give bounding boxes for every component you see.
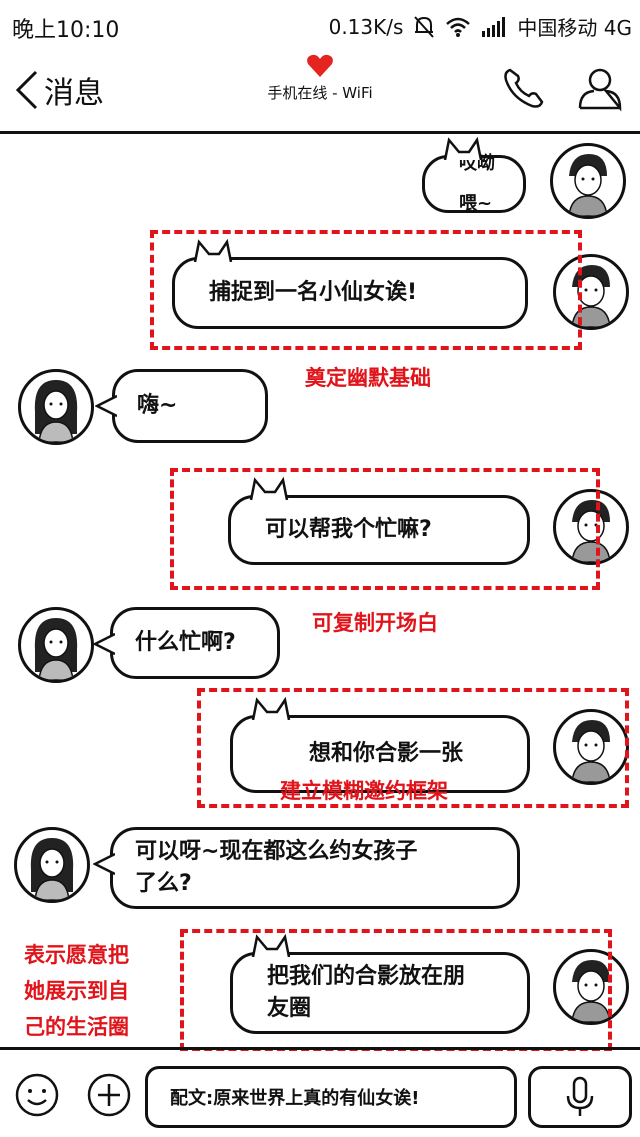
nav-bar: 消息 手机在线 - WiFi xyxy=(0,50,640,134)
annotation-label: 奠定幽默基础 xyxy=(305,366,431,390)
carrier-label: 中国移动 4G xyxy=(517,16,632,40)
message-bubble[interactable]: 什么忙啊? xyxy=(93,607,280,679)
wifi-icon xyxy=(445,16,471,38)
status-time: 晚上10:10 xyxy=(12,18,120,43)
bottom-input-bar: 配文:原来世界上真的有仙女诶! xyxy=(0,1047,640,1137)
annotation-label: 可复制开场白 xyxy=(312,611,438,635)
network-speed: 0.13K/s xyxy=(328,14,404,39)
chevron-left-icon xyxy=(15,70,38,110)
female-avatar[interactable] xyxy=(18,607,94,683)
phone-call-icon[interactable] xyxy=(500,64,548,112)
plus-icon[interactable] xyxy=(86,1072,132,1118)
annotation-label: 表示愿意把 她展示到自 己的生活圈 xyxy=(24,937,129,1045)
message-bubble[interactable]: 可以帮我个忙嘛? xyxy=(228,476,530,565)
message-bubble[interactable]: 可以呀~现在都这么约女孩子 了么? xyxy=(93,827,520,909)
contact-status: 手机在线 - WiFi xyxy=(220,54,420,103)
mute-bell-icon xyxy=(413,15,435,39)
back-label: 消息 xyxy=(44,76,104,111)
message-bubble[interactable]: 想和你合影一张 xyxy=(230,696,530,793)
profile-icon[interactable] xyxy=(576,64,624,112)
annotation-label: 建立模糊邀约框架 xyxy=(280,779,448,803)
female-avatar[interactable] xyxy=(14,827,90,903)
message-text-line2: 了么? xyxy=(135,871,192,896)
message-text-line1: 可以呀~现在都这么约女孩子 xyxy=(135,839,418,864)
male-avatar[interactable] xyxy=(553,709,629,785)
annotation-line: 己的生活圈 xyxy=(24,1015,129,1039)
annotation-line: 她展示到自 xyxy=(24,979,129,1003)
message-bubble[interactable]: 捕捉到一名小仙女诶! xyxy=(172,238,528,329)
message-bubble[interactable]: 嗨~ xyxy=(95,369,268,443)
male-avatar[interactable] xyxy=(550,143,626,219)
message-text-line2: 友圈 xyxy=(267,996,312,1021)
message-bubble[interactable]: 把我们的合影放在朋 友圈 xyxy=(230,933,530,1034)
voice-button[interactable] xyxy=(528,1066,632,1128)
message-text: 想和你合影一张 xyxy=(308,741,463,766)
annotation-line: 表示愿意把 xyxy=(24,943,129,967)
annotation-box xyxy=(170,468,600,590)
female-avatar[interactable] xyxy=(18,369,94,445)
input-text: 配文:原来世界上真的有仙女诶! xyxy=(170,1088,420,1109)
annotation-box xyxy=(180,929,612,1051)
message-text: 可以帮我个忙嘛? xyxy=(265,517,432,542)
male-avatar[interactable] xyxy=(553,489,629,565)
signal-icon xyxy=(481,16,507,38)
chat-area: 哎呦喂~ 捕捉到一名小仙女诶! 奠定幽默基础 嗨~ 可以帮我个忙嘛? 可复制开场… xyxy=(0,136,640,1051)
annotation-box xyxy=(150,230,582,350)
message-text: 嗨~ xyxy=(137,393,178,418)
online-status: 手机在线 - WiFi xyxy=(267,84,373,102)
emoji-icon[interactable] xyxy=(14,1072,60,1118)
microphone-icon xyxy=(566,1076,594,1116)
status-right: 0.13K/s 中国移动 4G xyxy=(329,12,632,41)
status-bar: 晚上10:10 0.13K/s 中国移动 4G xyxy=(0,0,640,50)
heart-icon xyxy=(307,54,333,77)
message-text-line1: 把我们的合影放在朋 xyxy=(267,964,466,989)
annotation-box xyxy=(197,688,629,808)
male-avatar[interactable] xyxy=(553,949,629,1025)
message-input[interactable]: 配文:原来世界上真的有仙女诶! xyxy=(145,1066,517,1128)
message-bubble[interactable]: 哎呦喂~ xyxy=(422,136,526,214)
message-text: 捕捉到一名小仙女诶! xyxy=(209,280,418,305)
back-button[interactable]: 消息 xyxy=(14,68,104,112)
message-text: 什么忙啊? xyxy=(135,630,236,655)
